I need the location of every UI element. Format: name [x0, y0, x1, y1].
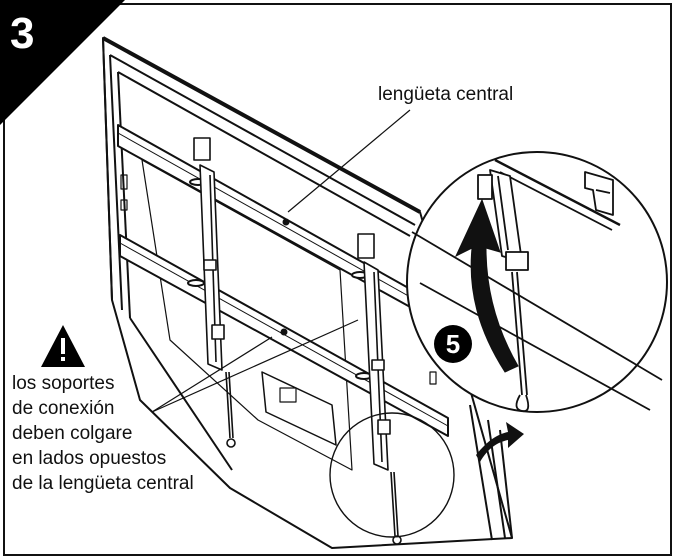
- callout-lines: [151, 109, 411, 413]
- step-number: 3: [10, 9, 35, 58]
- detail-circle-large: [406, 151, 668, 413]
- lower-mount-rail: [119, 234, 449, 437]
- warning-line: deben colgare: [12, 423, 133, 444]
- step-badge: [0, 0, 125, 125]
- warning-line: de conexión: [12, 398, 115, 419]
- warning-triangle-icon: [41, 325, 85, 367]
- left-hanging-bracket: [193, 137, 236, 448]
- tv-back: [102, 36, 513, 549]
- link-arrow-icon: [476, 422, 524, 462]
- center-tab-label: lengüeta central: [378, 84, 514, 105]
- warning-line: en lados opuestos: [12, 448, 167, 469]
- warning-text: los soportes de conexión deben colgare e…: [12, 371, 194, 496]
- panel-border: [3, 3, 672, 556]
- detail-circle-small: [329, 412, 455, 538]
- sub-step-circle: [434, 325, 472, 363]
- right-hanging-bracket: [357, 233, 402, 545]
- zoom-detail: [406, 151, 668, 413]
- warning-line: de la lengüeta central: [12, 473, 194, 494]
- sub-step-number: 5: [445, 329, 461, 359]
- curved-arrow-icon: [454, 198, 519, 373]
- warning-line: los soportes: [12, 373, 115, 394]
